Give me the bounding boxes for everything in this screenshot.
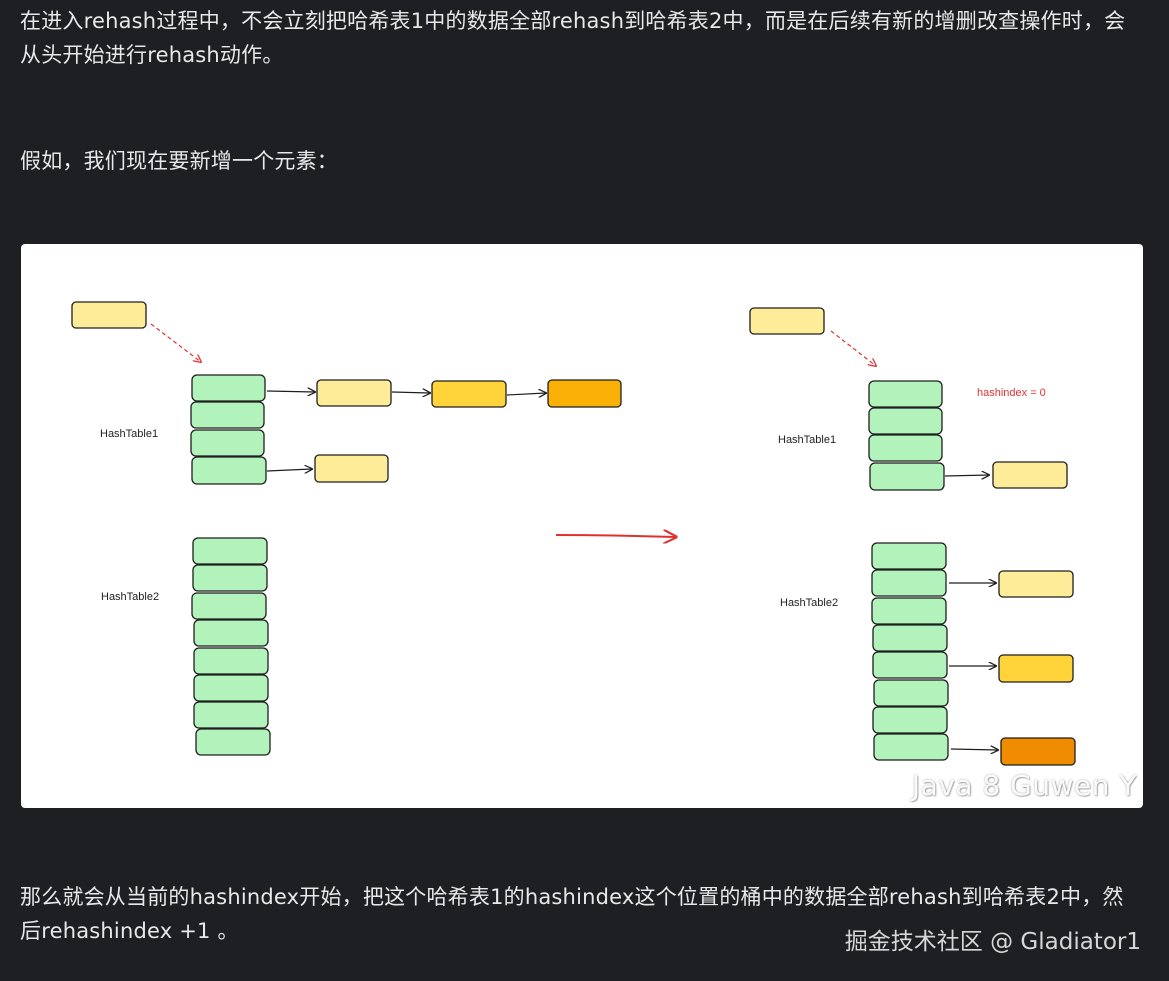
right-ht2-bucket bbox=[872, 651, 948, 679]
left-ht1-bucket bbox=[191, 456, 267, 485]
right-hashtable1-label: HashTable1 bbox=[778, 434, 837, 446]
left-chain-node-light bbox=[314, 454, 389, 483]
left-chain-node-orange bbox=[547, 379, 622, 408]
right-ht1-bucket bbox=[869, 462, 945, 491]
right-ht2-bucket bbox=[871, 569, 947, 597]
left-hashtable1-buckets bbox=[190, 374, 267, 485]
right-ht1-bucket bbox=[868, 380, 943, 408]
left-ht1-bucket bbox=[190, 429, 265, 457]
right-hashtable2-buckets bbox=[871, 542, 949, 761]
paragraph-rehash-step: 那么就会从当前的hashindex开始，把这个哈希表1的hashindex这个位… bbox=[20, 885, 1124, 943]
left-ht2-bucket bbox=[192, 537, 268, 565]
right-ht2-bucket bbox=[873, 733, 949, 761]
right-ht2-node-dark-orange bbox=[1000, 737, 1076, 766]
right-chain-arrow bbox=[944, 475, 989, 476]
right-ht1-bucket bbox=[868, 407, 943, 435]
right-hashtable1-buckets bbox=[868, 380, 945, 491]
left-ht2-bucket bbox=[193, 647, 269, 675]
left-chain-arrow bbox=[506, 393, 546, 395]
left-chain-arrow bbox=[391, 392, 430, 393]
left-insert-dashed-arrow bbox=[150, 323, 201, 362]
left-ht2-bucket bbox=[193, 701, 269, 729]
left-ht1-bucket bbox=[191, 374, 266, 402]
left-chain-node-light bbox=[316, 379, 392, 407]
left-ht2-bucket bbox=[193, 674, 269, 702]
left-chain-arrow bbox=[266, 391, 315, 392]
right-ht1-bucket bbox=[868, 434, 943, 462]
left-ht2-bucket bbox=[192, 564, 268, 592]
hashindex-label: hashindex = 0 bbox=[977, 387, 1046, 399]
page-watermark: 掘金技术社区 @ Gladiator1 bbox=[844, 929, 1141, 955]
left-ht1-bucket bbox=[190, 401, 265, 429]
rehash-diagram: HashTable1 HashTable2 HashTable1 HashTab… bbox=[21, 244, 1143, 808]
right-new-element-node bbox=[749, 307, 825, 335]
left-hashtable2-label: HashTable2 bbox=[101, 591, 160, 603]
left-ht2-bucket bbox=[191, 592, 267, 620]
transition-arrow bbox=[555, 535, 676, 537]
paragraph-rehash-intro: 在进入rehash过程中，不会立刻把哈希表1中的数据全部rehash到哈希表2中… bbox=[20, 9, 1126, 67]
right-ht2-bucket bbox=[871, 542, 947, 570]
right-ht2-bucket bbox=[872, 624, 948, 652]
right-insert-dashed-arrow bbox=[830, 330, 876, 366]
right-ht2-node-light bbox=[998, 570, 1074, 598]
paragraph-add-element: 假如，我们现在要新增一个元素： bbox=[20, 149, 338, 173]
right-ht2-bucket bbox=[871, 597, 947, 625]
left-new-element-node bbox=[71, 301, 147, 329]
left-chain-arrow bbox=[266, 469, 312, 471]
left-ht2-bucket bbox=[195, 728, 271, 756]
left-chain-node-mid bbox=[431, 380, 507, 408]
right-ht2-bucket bbox=[873, 679, 949, 707]
right-ht2-bucket bbox=[872, 706, 948, 734]
right-ht2-arrow bbox=[950, 749, 998, 750]
left-hashtable1-label: HashTable1 bbox=[100, 428, 159, 440]
right-chain-node-light bbox=[992, 461, 1068, 489]
left-ht2-bucket bbox=[193, 619, 269, 647]
right-ht2-node-mid bbox=[998, 654, 1074, 683]
right-hashtable2-label: HashTable2 bbox=[780, 597, 839, 609]
image-watermark: Java 8 Guwen Y bbox=[911, 769, 1137, 802]
rehash-diagram-svg bbox=[71, 301, 1076, 766]
left-hashtable2-buckets bbox=[191, 537, 271, 756]
